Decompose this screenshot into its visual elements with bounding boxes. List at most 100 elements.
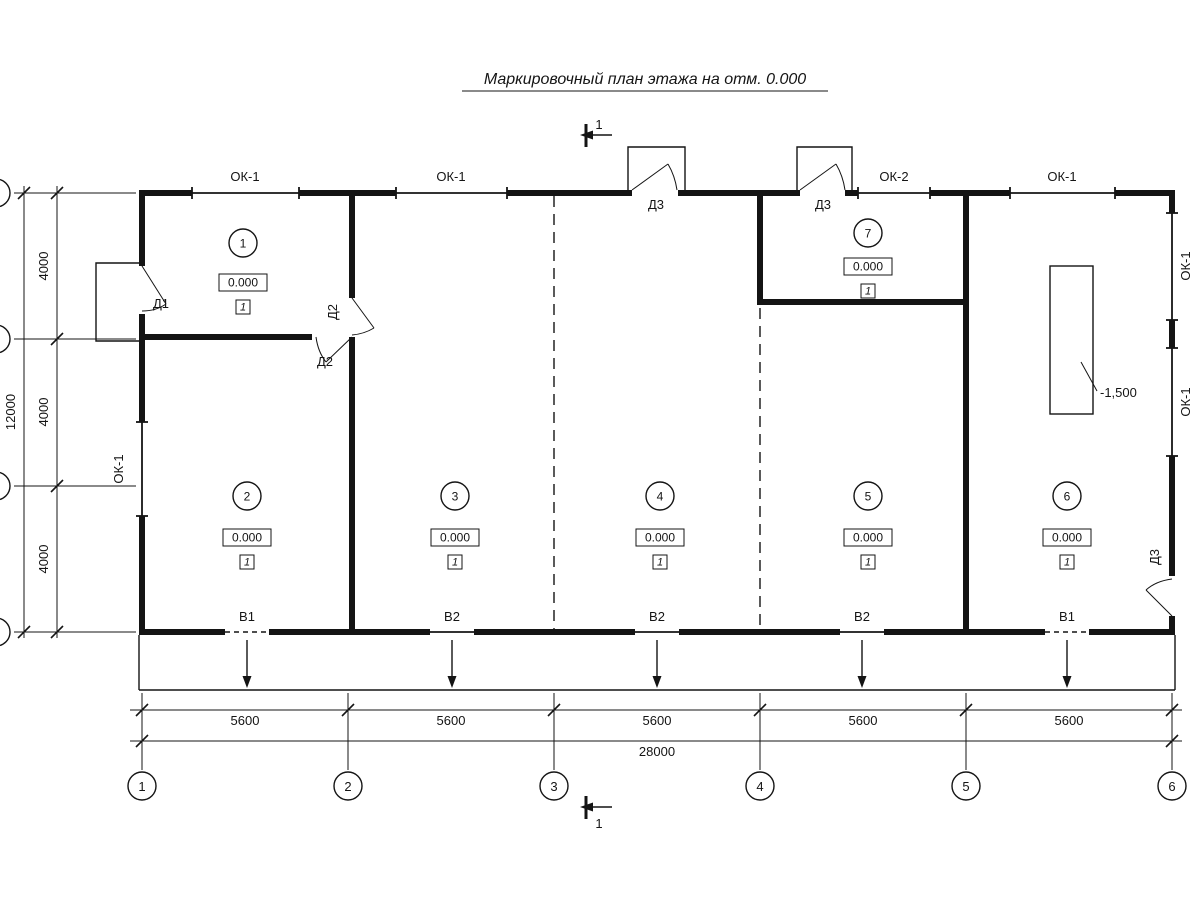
room-type: 1 <box>240 302 246 314</box>
bay-dim-4: 5600 <box>849 713 878 728</box>
dashed-axis-lines <box>553 196 761 629</box>
axis-number-4: 4 <box>756 779 763 794</box>
room-type-box <box>235 299 251 315</box>
exit-label-4: В2 <box>854 609 870 624</box>
room-elevation: 0.000 <box>853 531 883 545</box>
window-top-4 <box>1009 187 1116 199</box>
vestibule-1 <box>627 146 686 190</box>
dimension-ticks-depth <box>17 186 31 639</box>
window-left <box>136 421 148 517</box>
exit-arrow-icons <box>242 640 1072 688</box>
room-number-circle <box>232 481 262 511</box>
room-type-box <box>860 283 876 299</box>
section-mark-bottom: 1 <box>580 796 612 831</box>
pit-elevation-label: -1,500 <box>1100 385 1137 400</box>
exit-label-2: В2 <box>444 609 460 624</box>
door-d3-top-2 <box>799 163 846 191</box>
bay-dim-1: 5600 <box>231 713 260 728</box>
total-depth-dim: 12000 <box>3 394 18 430</box>
window-right-2 <box>1166 347 1178 457</box>
axis-number-1: 1 <box>138 779 145 794</box>
door-d3-right <box>1145 578 1173 617</box>
bottom-apron <box>138 631 1176 691</box>
exit-label-3: В2 <box>649 609 665 624</box>
door-d3-top-1 <box>631 163 678 191</box>
room-number: 7 <box>865 227 872 241</box>
room-type-box <box>860 554 876 570</box>
window-label-top-2: ОК-1 <box>436 169 465 184</box>
pit: -1,500 <box>1049 265 1137 415</box>
window-top-2 <box>395 187 508 199</box>
bay-dim-5: 5600 <box>1055 713 1084 728</box>
vestibule-2 <box>796 146 853 190</box>
room-number-circle <box>853 218 883 248</box>
door-label-d1: Д1 <box>153 296 169 311</box>
room-elevation: 0.000 <box>232 531 262 545</box>
room-tag-2: 2 0.000 1 <box>222 481 272 570</box>
row-dim-1: 4000 <box>36 252 51 281</box>
room-type-box <box>239 554 255 570</box>
window-top-3 <box>857 187 931 199</box>
room-number: 2 <box>244 490 251 504</box>
room-elevation-box <box>430 528 480 547</box>
axis-circle-5 <box>951 771 981 801</box>
room-elevation-box <box>843 257 893 276</box>
exit-label-5: В1 <box>1059 609 1075 624</box>
extension-lines-left <box>14 192 136 633</box>
room-type: 1 <box>657 557 663 569</box>
exit-label-1: В1 <box>239 609 255 624</box>
room-number: 1 <box>240 237 247 251</box>
room-type: 1 <box>865 286 871 298</box>
room-number-circle <box>853 481 883 511</box>
axis-circle-6 <box>1157 771 1187 801</box>
window-label-top-1: ОК-1 <box>230 169 259 184</box>
section-number-top: 1 <box>595 117 602 132</box>
vestibules <box>95 146 853 342</box>
room-elevation: 0.000 <box>853 260 883 274</box>
window-top-1 <box>191 187 300 199</box>
window-label-left: ОК-1 <box>111 454 126 483</box>
room-type: 1 <box>865 557 871 569</box>
dimension-ticks-total <box>135 734 1179 748</box>
room-number-circle <box>645 481 675 511</box>
room-tags: 1 0.000 1 7 0.000 1 2 0.000 1 3 0.000 <box>218 218 1092 570</box>
dimensions-left: 4000 4000 4000 12000 <box>0 178 136 647</box>
room-type: 1 <box>244 557 250 569</box>
dimensions-bottom: 5600 5600 5600 5600 5600 28000 <box>130 693 1182 770</box>
door-d2-wall <box>351 297 375 336</box>
room-number: 6 <box>1064 490 1071 504</box>
room-type-box <box>1059 554 1075 570</box>
opening-labels: ОК-1 ОК-1 ОК-2 ОК-1 Д3 Д3 Д1 Д2 Д2 ОК-1 … <box>111 169 1193 565</box>
room-elevation-box <box>843 528 893 547</box>
dimension-ticks-rows <box>50 186 64 639</box>
section-arrow-bottom-icon <box>580 802 593 812</box>
door-label-d2-partition: Д2 <box>317 354 333 369</box>
axis-circle-3 <box>539 771 569 801</box>
room-number: 3 <box>452 490 459 504</box>
doors <box>141 163 1173 617</box>
interior-walls <box>139 190 969 632</box>
pit-leader-line <box>1080 361 1098 392</box>
extension-lines-bottom <box>141 693 1173 770</box>
axis-circle-4 <box>745 771 775 801</box>
section-number-bottom: 1 <box>595 816 602 831</box>
door-label-d3-2: Д3 <box>815 197 831 212</box>
row-dim-3: 4000 <box>36 545 51 574</box>
room-number-circle <box>440 481 470 511</box>
room-elevation: 0.000 <box>228 276 258 290</box>
section-arrow-top-icon <box>580 130 593 140</box>
bay-dim-2: 5600 <box>437 713 466 728</box>
room-elevation-box <box>1042 528 1092 547</box>
room-tag-5: 5 0.000 1 <box>843 481 893 570</box>
room-type-box <box>652 554 668 570</box>
window-right-1 <box>1166 212 1178 321</box>
room-number: 5 <box>865 490 872 504</box>
axis-number-5: 5 <box>962 779 969 794</box>
page-title: Маркировочный план этажа на отм. 0.000 <box>484 71 806 88</box>
room-number-circle <box>1052 481 1082 511</box>
axis-circles-left <box>0 178 11 647</box>
room-type: 1 <box>1064 557 1070 569</box>
